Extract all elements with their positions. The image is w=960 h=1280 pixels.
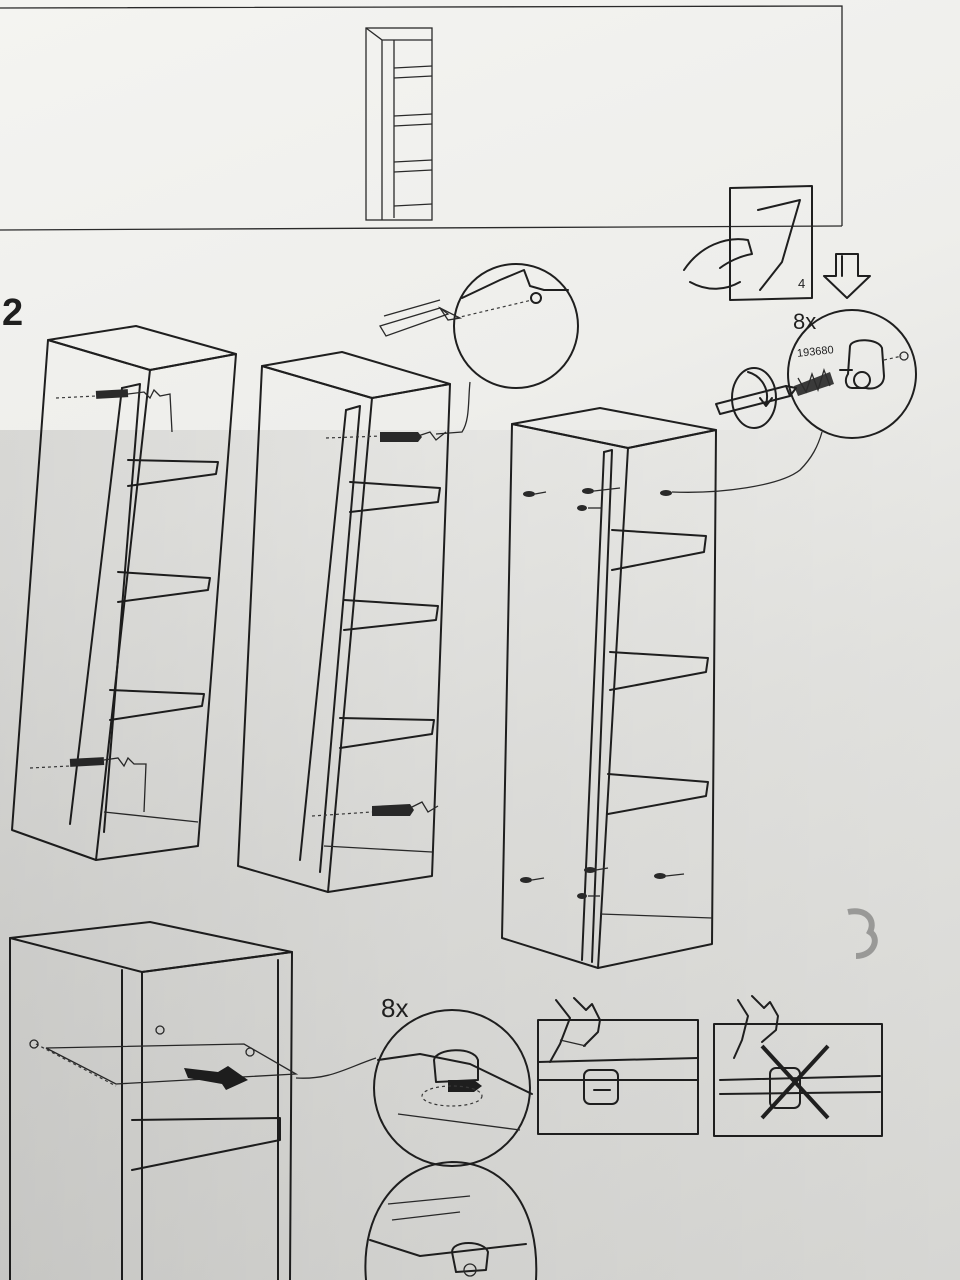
overview-panel <box>0 5 843 231</box>
screw-icon <box>380 432 422 442</box>
correct-insertion-panel <box>537 997 699 1135</box>
shelf-unit-left <box>11 325 237 861</box>
screwdriver-icon <box>715 367 797 429</box>
next-step-marker <box>847 908 878 959</box>
screw-quantity: 8x <box>793 309 817 334</box>
step-number: 2 <box>2 292 24 334</box>
hand-peel-sticker-icon <box>683 238 753 290</box>
hand-press-icon <box>733 995 779 1059</box>
shelf-unit-right <box>501 407 823 969</box>
shelf-insert-unit <box>9 921 377 1280</box>
drill-bit-icon <box>379 299 463 337</box>
shelf-clip-icon <box>839 339 909 390</box>
arrow-down-icon <box>823 253 871 299</box>
incorrect-insertion-panel <box>713 995 883 1137</box>
reference-page-number: 4 <box>798 276 806 291</box>
hand-press-icon <box>549 997 601 1063</box>
sticker-reference <box>683 185 813 301</box>
clip-seated-detail <box>364 1161 538 1280</box>
clip-insert-detail <box>373 1009 533 1167</box>
cross-mark-icon <box>760 1044 830 1120</box>
arrow-push-icon <box>184 1066 248 1090</box>
pilot-hole-detail <box>379 263 579 435</box>
shelf-unit-middle <box>237 351 451 893</box>
screw-clip-detail <box>787 309 917 439</box>
screw-markers <box>520 487 685 899</box>
clip-quantity: 8x <box>381 993 409 1023</box>
screw-icon <box>794 372 834 396</box>
overview-shelf-unit <box>365 27 433 221</box>
